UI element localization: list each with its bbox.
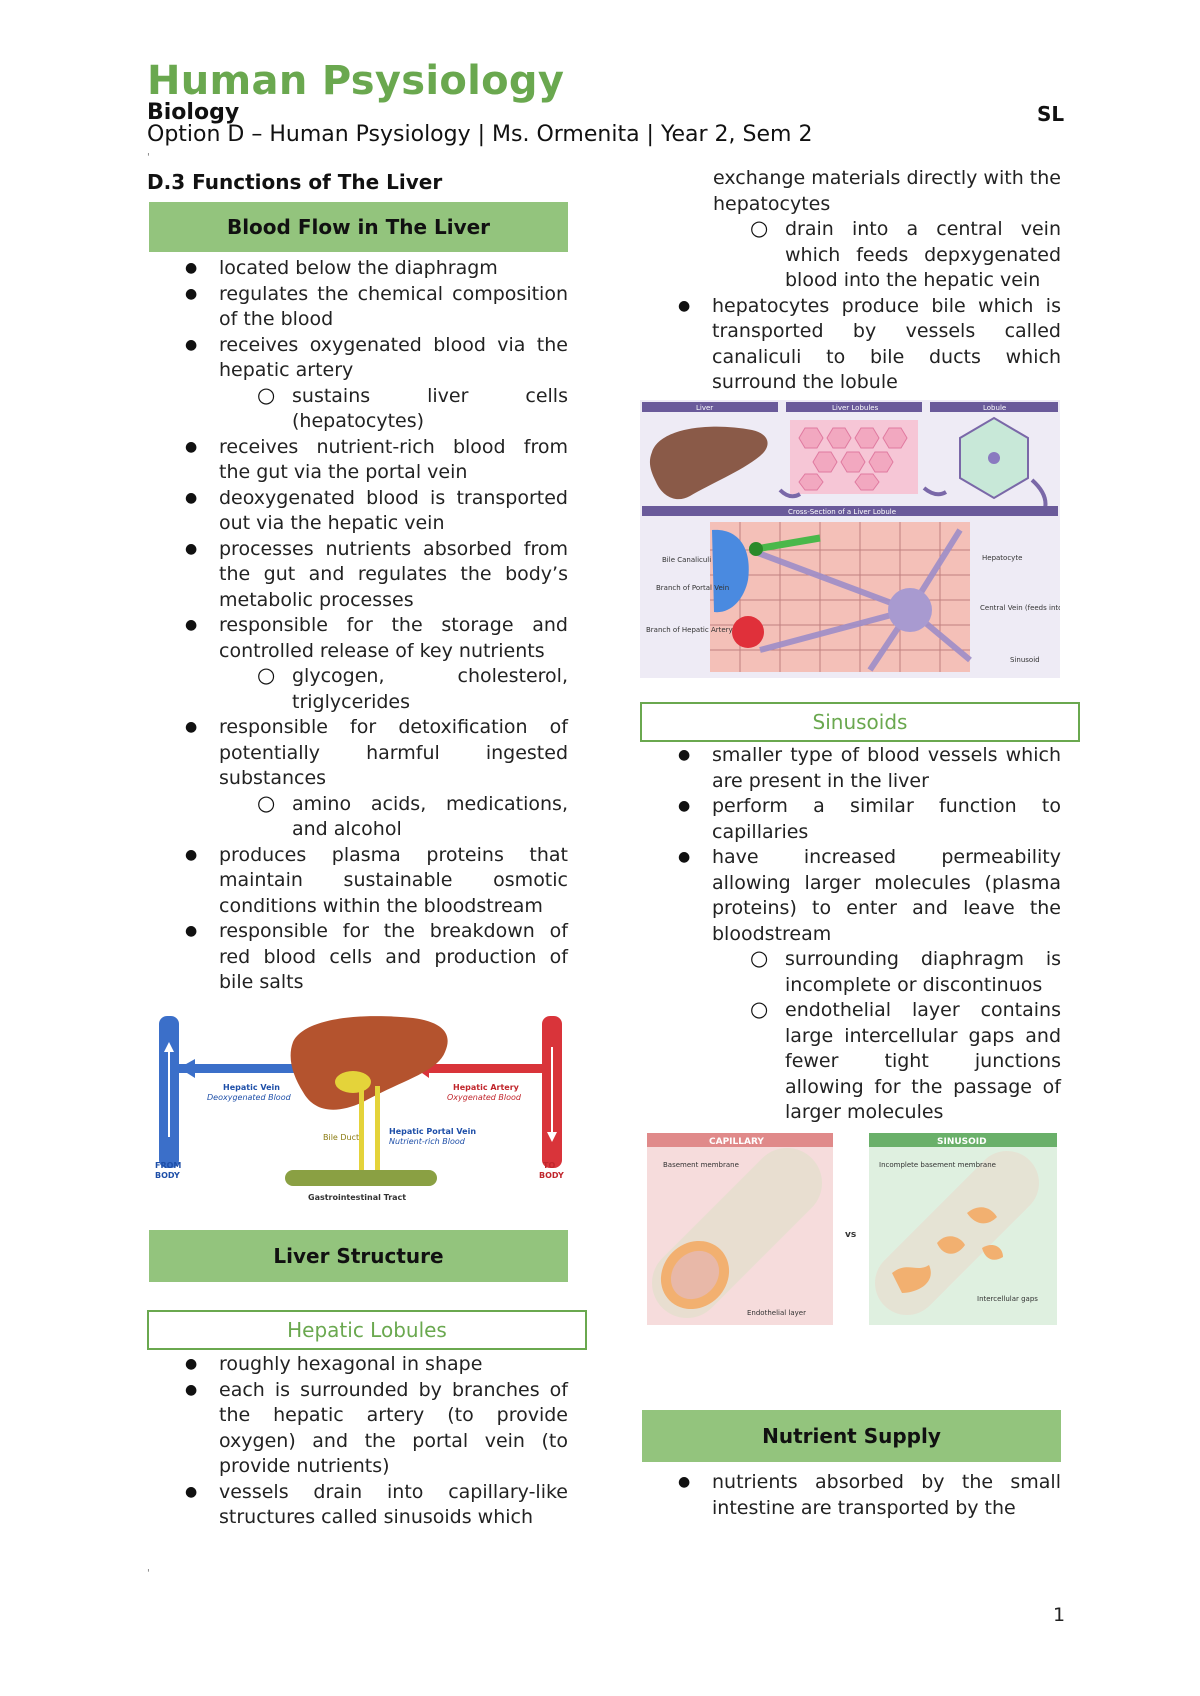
blood-flow-list: located below the diaphragmregulates the…: [147, 256, 568, 996]
continuation-list: drain into a central vein which feeds de…: [640, 216, 1061, 396]
list-item: produces plasma proteins that maintain s…: [147, 843, 568, 920]
list-item: regulates the chemical composition of th…: [147, 282, 568, 333]
list-item: nutrients absorbed by the small intestin…: [640, 1470, 1061, 1521]
artery-branch-label: Branch of Hepatic Artery: [646, 626, 733, 634]
central-vein: [888, 588, 932, 632]
hepatic-lobules-list: roughly hexagonal in shapeeach is surrou…: [147, 1352, 568, 1531]
capillary-title: CAPILLARY: [709, 1137, 764, 1147]
sub-list-item: glycogen, cholesterol, triglycerides: [147, 663, 568, 715]
sub-list-item: surrounding diaphragm is incomplete or d…: [640, 946, 1061, 998]
list-item: have increased permeability allowing lar…: [640, 845, 1061, 947]
liver-lobule-diagram: Liver Liver Lobules Lobule Cross-Section…: [640, 400, 1060, 678]
sub-list-item: sustains liver cells (hepatocytes): [147, 383, 568, 435]
list-item: vessels drain into capillary-like struct…: [147, 1480, 568, 1531]
gallbladder: [335, 1071, 371, 1093]
portal-vein-sublabel: Nutrient-rich Blood: [389, 1137, 466, 1146]
body-label: BODY: [155, 1171, 180, 1180]
central-vein-label: Central Vein (feeds into hepatic vein): [980, 604, 1060, 612]
panel-lobules-label: Liver Lobules: [832, 404, 879, 412]
sub-list-item: endothelial layer contains large interce…: [640, 997, 1061, 1126]
list-item: each is surrounded by branches of the he…: [147, 1378, 568, 1480]
incomplete-membrane-label: Incomplete basement membrane: [879, 1161, 996, 1169]
tick-mark: ': [147, 1568, 150, 1579]
hepatic-artery-sublabel: Oxygenated Blood: [447, 1093, 522, 1102]
portal-vein-label: Hepatic Portal Vein: [389, 1127, 476, 1136]
gi-tract-label: Gastrointestinal Tract: [308, 1193, 406, 1202]
sinusoid-label: Sinusoid: [1010, 656, 1040, 664]
bile-duct-label: Bile Duct: [323, 1133, 359, 1142]
from-label: FROM: [155, 1161, 181, 1170]
hepatic-artery-label: Hepatic Artery: [453, 1083, 520, 1092]
list-item: responsible for the breakdown of red blo…: [147, 919, 568, 996]
nutrient-supply-heading: Nutrient Supply: [642, 1410, 1061, 1462]
basement-membrane-label: Basement membrane: [663, 1161, 739, 1169]
blood-flow-heading: Blood Flow in The Liver: [149, 202, 568, 252]
page-number: 1: [1053, 1604, 1066, 1626]
hepatic-vein-sublabel: Deoxygenated Blood: [207, 1093, 292, 1102]
to-label: TO: [543, 1161, 555, 1170]
list-item: responsible for detoxification of potent…: [147, 715, 568, 792]
course-line: Option D – Human Psysiology | Ms. Ormeni…: [147, 122, 813, 147]
list-item: processes nutrients absorbed from the gu…: [147, 537, 568, 614]
gi-tract-tube: [285, 1170, 437, 1186]
sinusoid-title: SINUSOID: [937, 1137, 987, 1147]
blood-flow-diagram: Hepatic Vein Deoxygenated Blood Hepatic …: [155, 1016, 564, 1202]
list-item: smaller type of blood vessels which are …: [640, 743, 1061, 794]
portal-branch-label: Branch of Portal Vein: [656, 584, 729, 592]
capillary-vs-sinusoid-diagram: CAPILLARY SINUSOID vs Basement membrane …: [647, 1133, 1057, 1325]
liver-organ: [649, 426, 768, 500]
list-item: receives oxygenated blood via the hepati…: [147, 333, 568, 384]
panel-lobule-label: Lobule: [983, 404, 1006, 412]
hepatocyte-label: Hepatocyte: [982, 554, 1022, 562]
bile-duct-line: [359, 1090, 364, 1174]
hepatic-artery-branch: [732, 616, 764, 648]
list-item: receives nutrient-rich blood from the gu…: [147, 435, 568, 486]
continuation-text: exchange materials directly with the hep…: [713, 167, 1061, 215]
hepatic-vein-label: Hepatic Vein: [223, 1083, 280, 1092]
liver-shape: [290, 1016, 448, 1110]
list-item: roughly hexagonal in shape: [147, 1352, 568, 1378]
tick-mark: ': [147, 152, 150, 163]
list-item: hepatocytes produce bile which is transp…: [640, 294, 1061, 396]
portal-vein-branch: [712, 529, 749, 613]
nutrient-supply-list: nutrients absorbed by the small intestin…: [640, 1470, 1061, 1521]
section-title: D.3 Functions of The Liver: [147, 170, 443, 194]
list-item: deoxygenated blood is transported out vi…: [147, 486, 568, 537]
sinusoids-heading: Sinusoids: [640, 702, 1080, 742]
sub-list-item: drain into a central vein which feeds de…: [640, 216, 1061, 294]
list-item: responsible for the storage and controll…: [147, 613, 568, 664]
sub-list-item: amino acids, medications, and alcohol: [147, 791, 568, 843]
hepatic-lobules-heading: Hepatic Lobules: [147, 1310, 587, 1350]
vs-label: vs: [845, 1230, 856, 1240]
liver-structure-heading: Liver Structure: [149, 1230, 568, 1282]
sinusoid-tube: [875, 1151, 1039, 1315]
intercellular-gaps-label: Intercellular gaps: [977, 1295, 1038, 1303]
level-label: SL: [1037, 102, 1065, 126]
endothelial-label: Endothelial layer: [747, 1309, 806, 1317]
subject-label: Biology: [147, 100, 240, 125]
sinusoids-list: smaller type of blood vessels which are …: [640, 743, 1061, 1126]
panel-liver-label: Liver: [696, 404, 713, 412]
body-label: BODY: [539, 1171, 564, 1180]
cross-section-title: Cross-Section of a Liver Lobule: [788, 508, 896, 516]
list-item: located below the diaphragm: [147, 256, 568, 282]
document-title: Human Psysiology: [147, 58, 565, 104]
portal-vein-line: [375, 1086, 380, 1174]
bile-canaliculi-label: Bile Canaliculi: [662, 556, 711, 564]
list-item: perform a similar function to capillarie…: [640, 794, 1061, 845]
